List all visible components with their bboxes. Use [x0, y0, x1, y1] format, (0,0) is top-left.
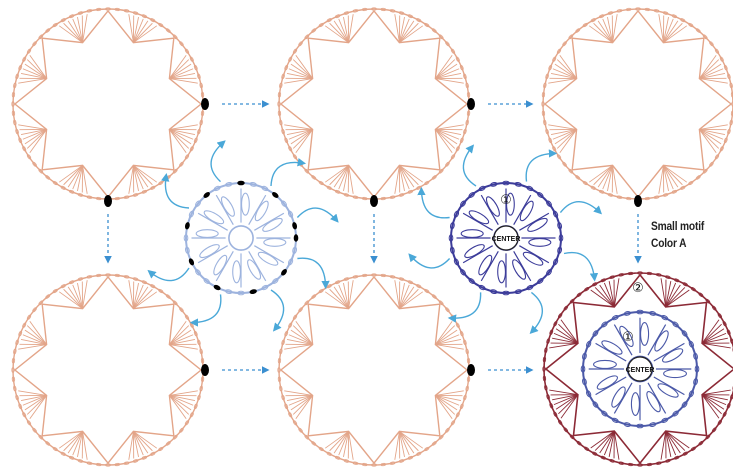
curved-arrow-icon	[463, 146, 476, 186]
join-dot-icon	[201, 98, 209, 110]
join-dot-icon	[104, 195, 112, 207]
svg-text:CENTER: CENTER	[492, 236, 521, 243]
join-dot-icon	[201, 364, 209, 376]
curved-arrow-icon	[271, 290, 284, 330]
round-1-mark-top: ①	[500, 193, 512, 208]
curved-arrow-icon	[297, 258, 325, 287]
svg-text:CENTER: CENTER	[626, 367, 655, 374]
curved-arrow-icon	[165, 175, 189, 208]
large-motif-bottom-left	[12, 274, 204, 466]
join-dot-icon	[467, 364, 475, 376]
join-dot-icon	[634, 195, 642, 207]
small-motif-left	[184, 181, 298, 295]
curved-arrow-icon	[449, 292, 480, 318]
curved-arrow-icon	[297, 208, 337, 221]
small-motif-label: Small motif	[651, 219, 704, 233]
large-motif-top-middle	[278, 8, 470, 200]
curved-arrow-icon	[526, 153, 555, 181]
curved-arrow-icon	[211, 141, 224, 181]
large-motif-layer	[12, 8, 733, 466]
curved-arrow-icon	[409, 255, 449, 268]
curved-arrow-icon	[271, 162, 304, 186]
large-motif-top-right	[542, 8, 733, 200]
center-label-top: CENTER	[492, 226, 521, 250]
curved-arrow-icon	[192, 294, 221, 322]
join-dot-icon	[370, 195, 378, 207]
curved-arrow-icon	[564, 253, 595, 280]
color-a-label: Color A	[651, 236, 686, 250]
curved-arrow-icon	[531, 292, 543, 332]
curved-arrow-icon	[149, 268, 189, 281]
large-motif-bottom-middle	[278, 274, 470, 466]
round-2-mark: ②	[632, 281, 644, 296]
curved-arrow-icon	[421, 189, 449, 218]
curved-arrow-icon	[560, 202, 600, 214]
round-1-mark-bottom: ①	[622, 330, 634, 345]
large-motif-top-left	[12, 8, 204, 200]
join-dot-icon	[467, 98, 475, 110]
